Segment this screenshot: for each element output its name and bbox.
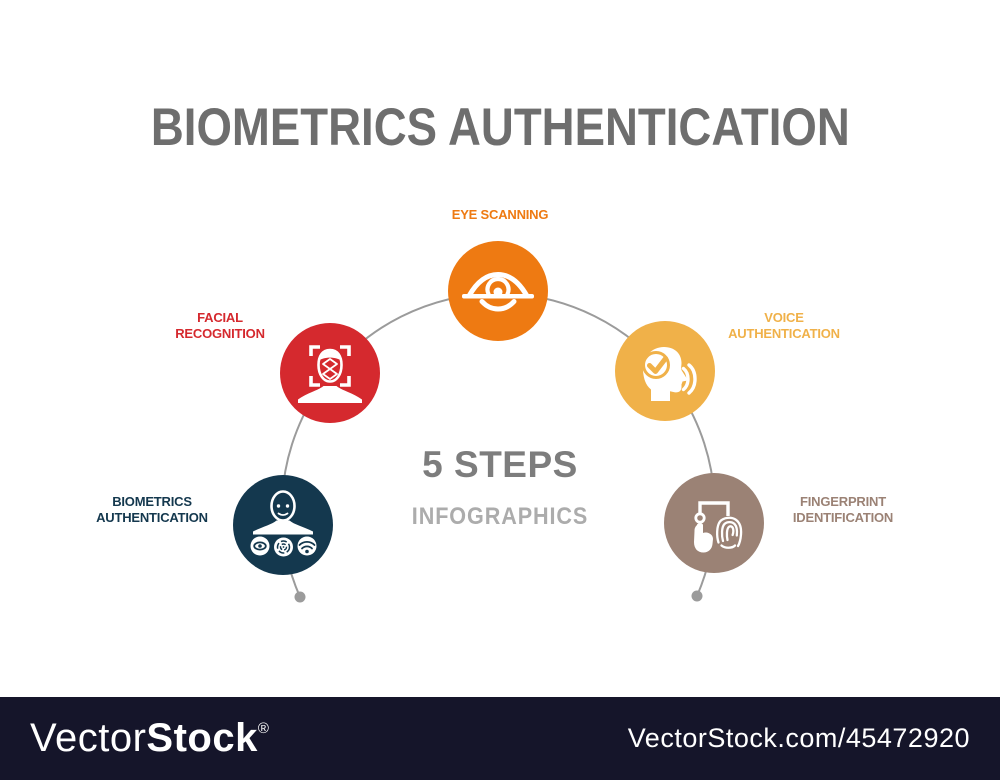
vectorstock-logo: VectorStock® [30,716,269,761]
facial-recognition-icon [298,345,362,403]
step-label-biometrics-authentication: BIOMETRICS AUTHENTICATION [96,494,208,525]
page-title-text: BIOMETRICS AUTHENTICATION [150,98,850,157]
vectorstock-logo-light: Vector [30,716,147,760]
steps-headline: 5 STEPS [422,444,578,485]
biometrics-authentication-icon [250,490,317,557]
page-title: BIOMETRICS AUTHENTICATION [0,97,1000,158]
vectorstock-logo-bold: Stock [146,716,258,760]
step-circle-facial-recognition [280,323,380,423]
steps-subheadline-text: INFOGRAPHICS [411,503,589,530]
voice-authentication-icon [642,347,697,401]
steps-subheadline: INFOGRAPHICS [0,503,1000,531]
connector-dot-left [294,591,306,603]
step-label-fingerprint-identification: FINGERPRINT IDENTIFICATION [792,494,894,525]
connector-dot-right [691,590,703,602]
fingerprint-identification-icon [694,501,743,553]
step-label-eye-scanning: EYE SCANNING [451,207,549,222]
step-circle-fingerprint-identification [664,473,764,573]
step-circle-voice-authentication [615,321,715,421]
registered-mark-icon: ® [257,720,270,737]
eye-scanning-icon [462,271,534,312]
step-label-voice-authentication: VOICE AUTHENTICATION [728,310,840,341]
step-circle-biometrics-authentication [233,475,333,575]
step-label-facial-recognition: FACIAL RECOGNITION [175,310,265,341]
step-circle-eye-scanning [448,241,548,341]
watermark-bar: VectorStock® VectorStock.com/45472920 [0,697,1000,780]
watermark-url: VectorStock.com/45472920 [627,723,970,753]
